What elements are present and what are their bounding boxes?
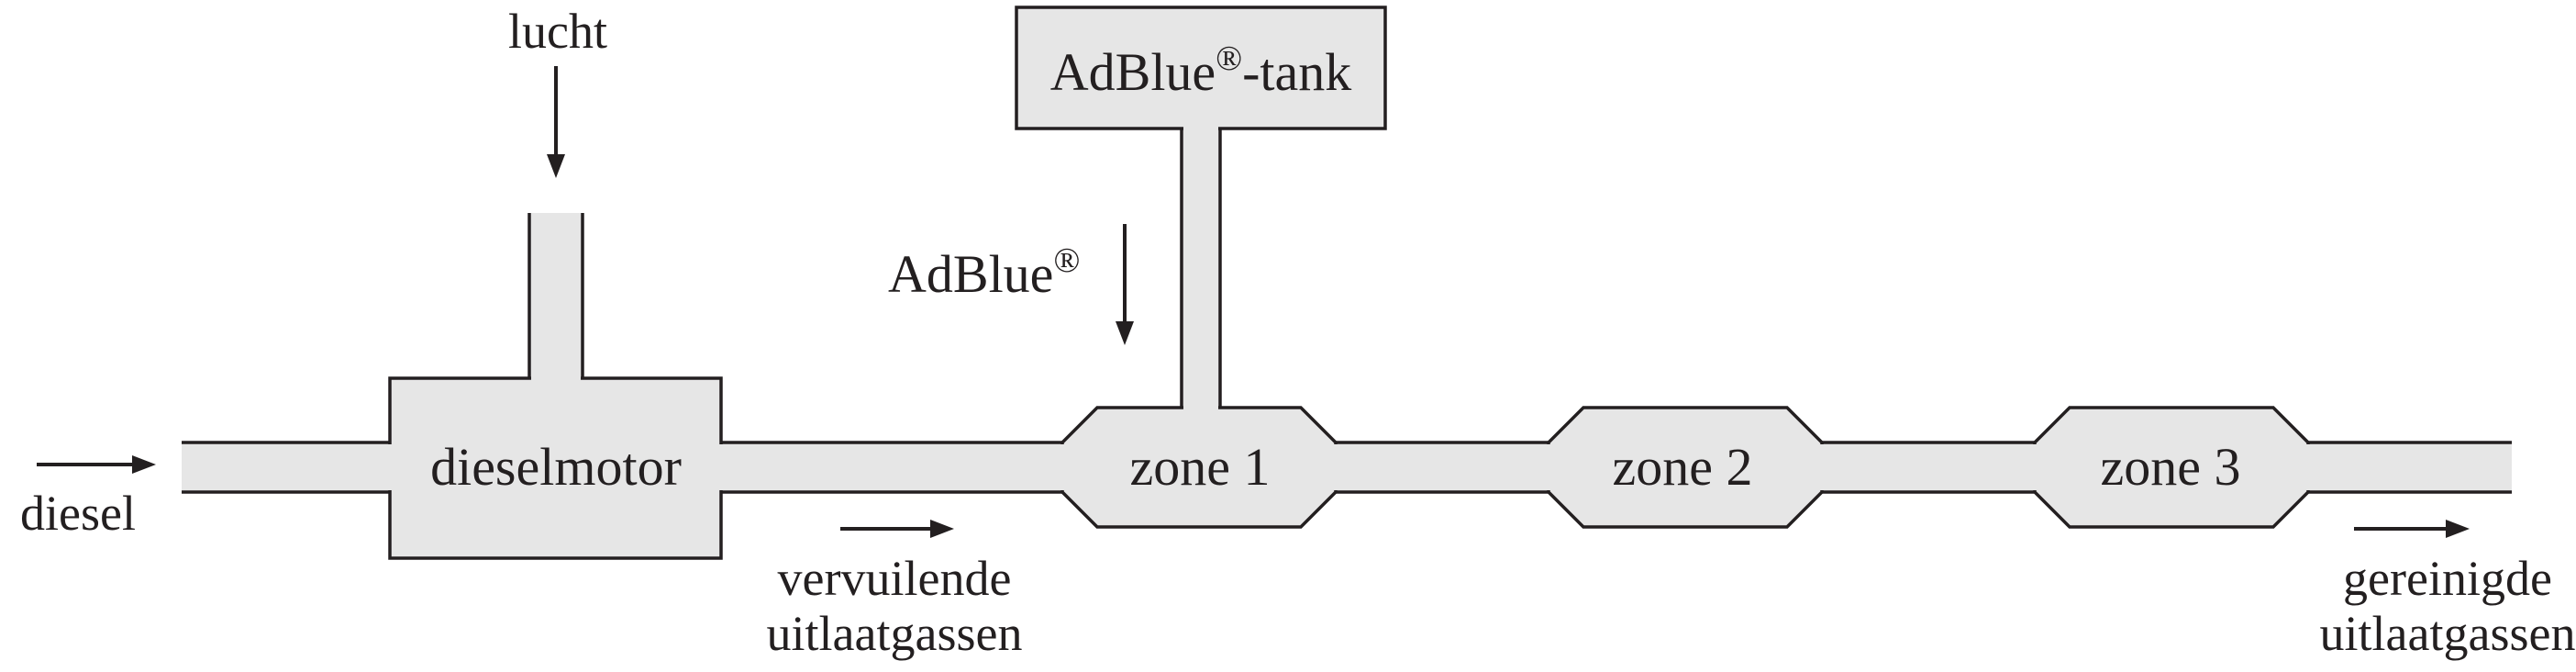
adblue-dosing-arrow xyxy=(1116,224,1134,345)
engine-air-joint xyxy=(531,372,581,383)
adblue-tank-suffix: -tank xyxy=(1242,42,1351,102)
dieselmotor-label: dieselmotor xyxy=(430,437,682,497)
exhaust-out-arrow xyxy=(2354,520,2470,538)
zone-1-chamber xyxy=(1060,406,1338,529)
exhaust-in-label-line1: vervuilende xyxy=(778,551,1012,606)
zone-1-label: zone 1 xyxy=(1130,437,1271,497)
zone-3-chamber xyxy=(2033,406,2310,529)
adblue-feed-pipe-outline xyxy=(1180,110,1222,413)
adblue-dosing-label: AdBlue® xyxy=(888,241,1080,304)
diesel-arrow xyxy=(37,455,156,474)
adblue-tank-label: AdBlue®-tank xyxy=(1050,39,1351,102)
zone-2-label: zone 2 xyxy=(1613,437,1753,497)
exhaust-out-label-line1: gereinigde xyxy=(2343,551,2552,606)
adblue-dosing-registered-mark: ® xyxy=(1053,241,1080,280)
diesel-label: diesel xyxy=(20,486,136,541)
exhaust-out-label-line2: uitlaatgassen xyxy=(2320,606,2576,661)
lucht-label: lucht xyxy=(508,4,607,59)
tank-pipe-joint xyxy=(1183,123,1218,134)
exhaust-in-arrow xyxy=(840,520,954,538)
lucht-arrow xyxy=(547,66,565,178)
exhaust-in-label-line2: uitlaatgassen xyxy=(767,606,1023,661)
adblue-tank-name: AdBlue xyxy=(1050,42,1216,102)
adblue-tank-registered-mark: ® xyxy=(1216,39,1242,78)
adblue-dosing-name: AdBlue xyxy=(888,244,1053,304)
engine-pipe-joint-right xyxy=(716,444,726,490)
air-inlet-pipe xyxy=(529,213,583,378)
zone-3-label: zone 3 xyxy=(2101,437,2241,497)
pipe-outlines xyxy=(182,213,2512,494)
adblue-tank xyxy=(1015,6,1387,130)
engine-pipe-joint-left xyxy=(385,444,394,490)
zone-pipe-joints xyxy=(1057,444,2314,490)
zone-2-chamber xyxy=(1547,406,1824,529)
